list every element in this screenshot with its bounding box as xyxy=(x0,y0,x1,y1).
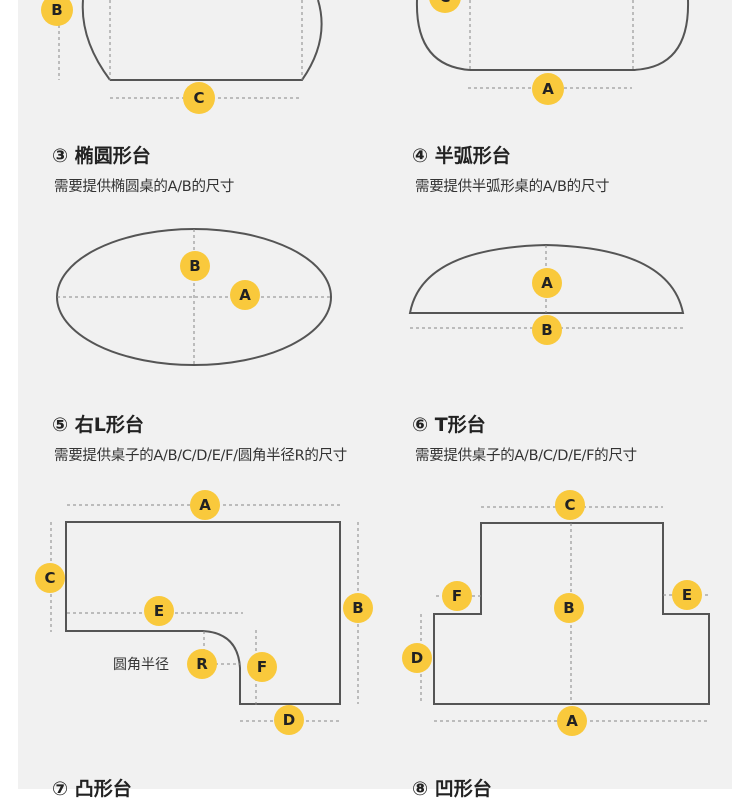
badge-b: B xyxy=(41,0,73,26)
badge-c: C xyxy=(183,82,215,114)
section-desc-semi-arc: 需要提供半弧形桌的A/B的尺寸 xyxy=(415,179,610,195)
svg-text:F: F xyxy=(257,658,267,676)
badge-b: B xyxy=(180,251,210,281)
section-desc-t-shape: 需要提供桌子的A/B/C/D/E/F的尺寸 xyxy=(415,448,637,464)
svg-text:R: R xyxy=(196,655,208,673)
section-desc-right-l: 需要提供桌子的A/B/C/D/E/F/圆角半径R的尺寸 xyxy=(54,448,347,464)
svg-text:A: A xyxy=(542,80,554,98)
svg-text:B: B xyxy=(352,599,363,617)
badge-f: F xyxy=(247,652,277,682)
svg-text:C: C xyxy=(564,496,575,514)
svg-text:C: C xyxy=(193,89,204,107)
svg-text:A: A xyxy=(541,274,553,292)
badge-b: B xyxy=(532,315,562,345)
badge-e: E xyxy=(144,596,174,626)
svg-text:D: D xyxy=(283,711,295,729)
section-title-ellipse: ③ 椭圆形台 xyxy=(52,145,151,167)
badge-d: D xyxy=(274,705,304,735)
svg-text:E: E xyxy=(154,602,164,620)
diagram-top-left: B C xyxy=(41,0,323,114)
badge-f: F xyxy=(442,581,472,611)
section-title-right-l: ⑤ 右L形台 xyxy=(52,414,144,436)
diagram-right-l: 圆角半径 A C E B R F D xyxy=(35,490,373,735)
badge-c: C xyxy=(429,0,461,13)
diagram-top-right: C A xyxy=(415,0,690,105)
badge-e: E xyxy=(672,580,702,610)
badge-a: A xyxy=(190,490,220,520)
svg-text:C: C xyxy=(44,569,55,587)
badge-d: D xyxy=(402,643,432,673)
badge-a: A xyxy=(532,268,562,298)
section-title-convex: ⑦ 凸形台 xyxy=(52,778,132,800)
svg-text:B: B xyxy=(541,321,552,339)
badge-b: B xyxy=(554,593,584,623)
svg-text:B: B xyxy=(563,599,574,617)
diagram-t-shape: C B F E D A xyxy=(402,490,710,736)
svg-text:A: A xyxy=(566,712,578,730)
svg-text:E: E xyxy=(682,586,692,604)
svg-text:A: A xyxy=(239,286,251,304)
badge-b: B xyxy=(343,593,373,623)
svg-text:B: B xyxy=(51,1,62,19)
diagram-semi-arc: A B xyxy=(408,243,685,345)
badge-a: A xyxy=(532,73,564,105)
badge-c: C xyxy=(555,490,585,520)
svg-text:A: A xyxy=(199,496,211,514)
diagram-ellipse: B A xyxy=(56,228,332,366)
section-title-semi-arc: ④ 半弧形台 xyxy=(412,145,511,167)
section-desc-ellipse: 需要提供椭圆桌的A/B的尺寸 xyxy=(54,179,235,195)
badge-a: A xyxy=(557,706,587,736)
section-title-concave: ⑧ 凹形台 xyxy=(412,778,492,800)
badge-c: C xyxy=(35,563,65,593)
badge-r: R xyxy=(187,649,217,679)
svg-text:D: D xyxy=(411,649,423,667)
svg-text:F: F xyxy=(452,587,462,605)
content-panel xyxy=(18,0,732,789)
svg-text:C: C xyxy=(439,0,450,6)
svg-text:B: B xyxy=(189,257,200,275)
badge-a: A xyxy=(230,280,260,310)
section-title-t-shape: ⑥ T形台 xyxy=(412,414,486,436)
radius-label: 圆角半径 xyxy=(113,657,169,673)
